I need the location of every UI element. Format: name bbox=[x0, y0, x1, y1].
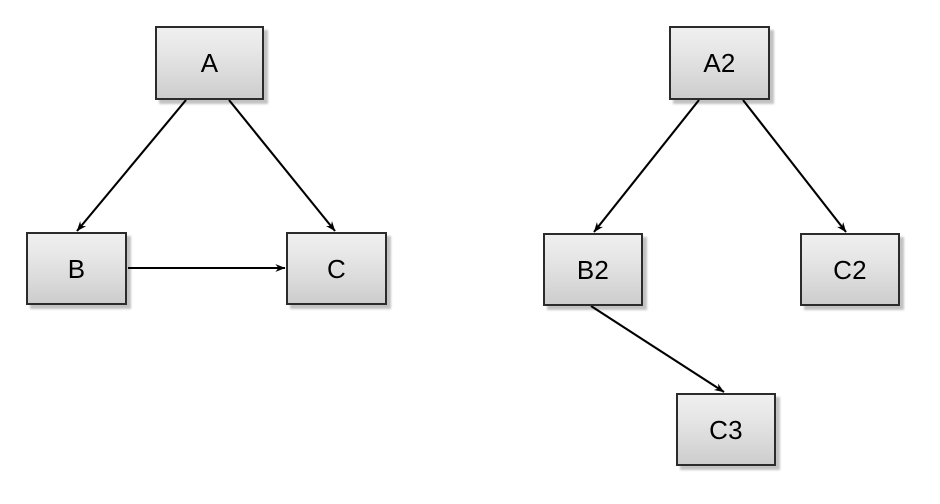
node-c3[interactable]: C3 bbox=[676, 393, 776, 466]
node-label-c3: C3 bbox=[709, 414, 743, 445]
node-label-b: B bbox=[67, 253, 86, 284]
node-label-a: A bbox=[200, 48, 219, 78]
node-a[interactable]: A bbox=[155, 26, 264, 100]
node-label-b2: B2 bbox=[576, 254, 610, 285]
edge-a-to-c bbox=[228, 99, 336, 232]
edge-a2-to-c2 bbox=[742, 99, 847, 233]
node-a2[interactable]: A2 bbox=[669, 26, 770, 100]
node-label-a2: A2 bbox=[703, 48, 736, 78]
node-b[interactable]: B bbox=[26, 232, 127, 305]
edge-a2-to-b2 bbox=[593, 99, 700, 233]
node-label-c2: C2 bbox=[833, 254, 867, 285]
node-b2[interactable]: B2 bbox=[543, 233, 643, 306]
edge-b2-to-c3 bbox=[590, 305, 725, 393]
node-c[interactable]: C bbox=[286, 232, 387, 305]
edge-a-to-b bbox=[76, 99, 187, 232]
node-label-c: C bbox=[327, 253, 346, 284]
node-c2[interactable]: C2 bbox=[800, 233, 900, 306]
